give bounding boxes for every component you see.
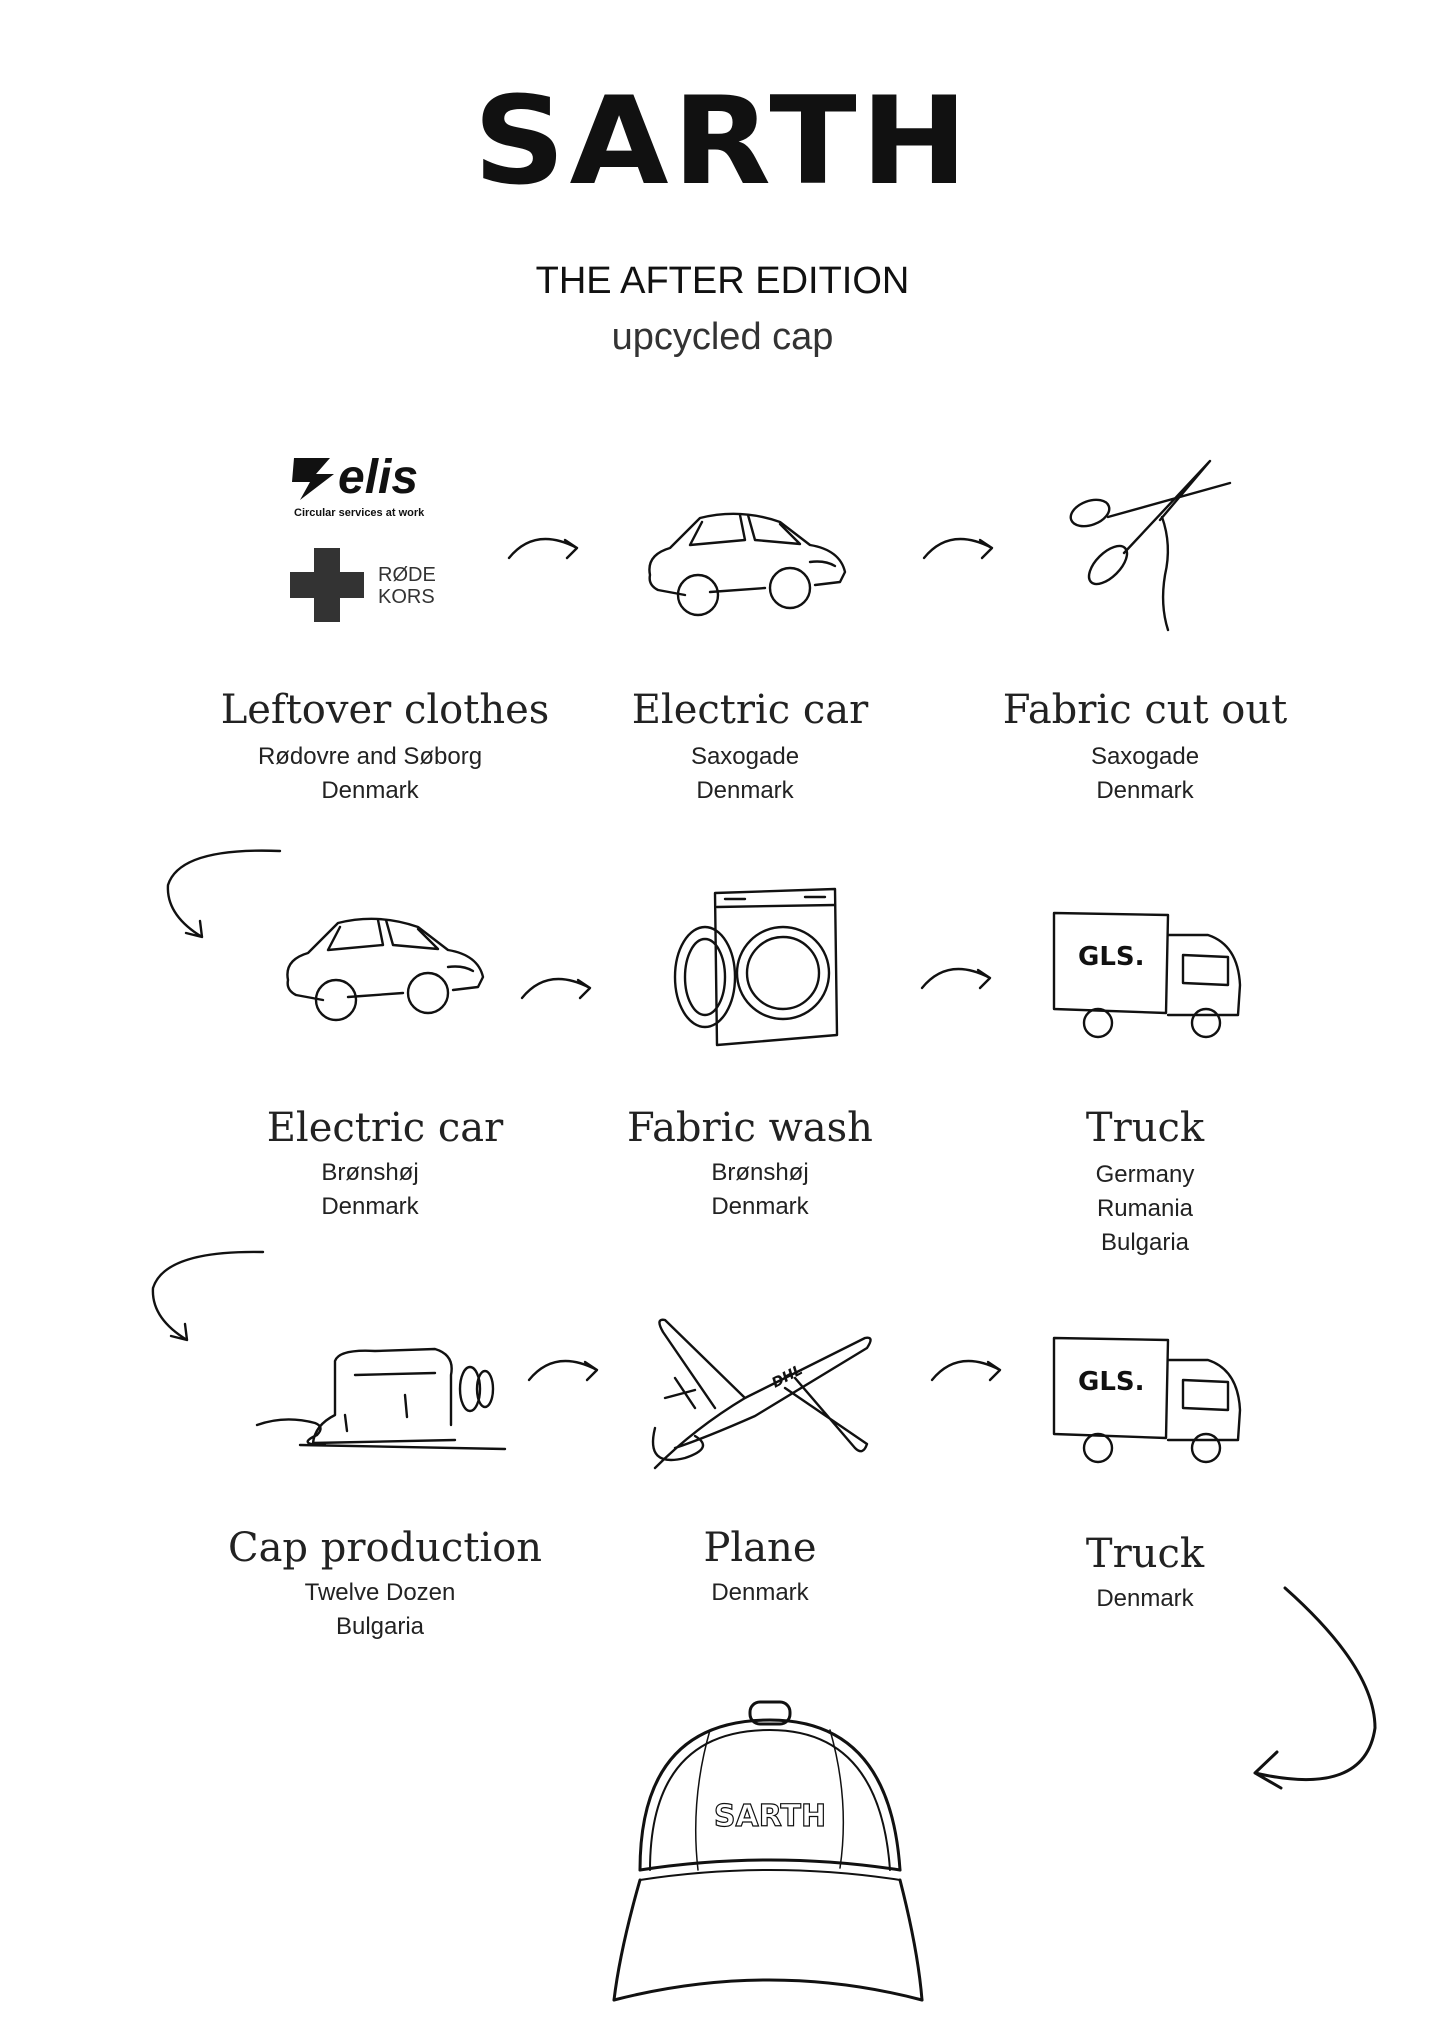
elis-logo: elis Circular services at work bbox=[290, 448, 470, 523]
cap-icon: SARTH bbox=[612, 1700, 924, 2002]
step-title: Electric car bbox=[266, 1105, 504, 1151]
rodekors-line1: RØDE bbox=[378, 564, 436, 586]
curved-arrow-icon bbox=[166, 849, 282, 939]
step-location: Brønshøj bbox=[321, 1159, 419, 1186]
step-location: Twelve Dozen bbox=[304, 1579, 456, 1606]
step-location: Denmark bbox=[321, 777, 419, 804]
curved-arrow-icon bbox=[1253, 1586, 1377, 1790]
edition-subtitle: upcycled cap bbox=[611, 316, 834, 358]
step-location: Saxogade bbox=[1090, 743, 1200, 770]
gls-logo: GLS. bbox=[1078, 1367, 1145, 1397]
step-location: Denmark bbox=[711, 1579, 809, 1606]
step-title: Plane bbox=[703, 1525, 817, 1571]
red-cross-icon bbox=[290, 548, 364, 622]
step-location: Rumania bbox=[1096, 1195, 1194, 1222]
step-location: Saxogade bbox=[690, 743, 800, 770]
arrow-icon bbox=[507, 537, 579, 560]
step-title: Truck bbox=[1085, 1105, 1205, 1151]
dhl-logo: DHL bbox=[769, 1362, 805, 1391]
sewing-machine-icon bbox=[255, 1347, 507, 1451]
car-icon bbox=[286, 917, 485, 1022]
car-icon bbox=[648, 512, 847, 617]
arrow-icon bbox=[920, 967, 992, 990]
step-location: Germany bbox=[1095, 1161, 1195, 1188]
step-location: Denmark bbox=[711, 1193, 809, 1220]
step-location: Denmark bbox=[696, 777, 794, 804]
step-location: Bulgaria bbox=[335, 1613, 425, 1640]
step-location: Denmark bbox=[1096, 1585, 1194, 1612]
arrow-icon bbox=[527, 1359, 599, 1382]
brand-logo: SARTH bbox=[473, 70, 972, 213]
elis-wordmark: elis bbox=[338, 451, 418, 504]
plane-icon: DHL bbox=[651, 1318, 872, 1470]
step-title: Truck bbox=[1085, 1531, 1205, 1577]
step-location: Denmark bbox=[321, 1193, 419, 1220]
rodekors-logo: RØDE KORS bbox=[290, 548, 470, 622]
truck-icon: GLS. bbox=[1052, 1336, 1242, 1464]
step-title: Fabric cut out bbox=[1002, 687, 1288, 733]
step-location: Rødovre and Søborg bbox=[257, 743, 483, 770]
arrow-icon bbox=[930, 1359, 1002, 1382]
rodekors-line2: KORS bbox=[378, 586, 435, 608]
step-title: Fabric wash bbox=[627, 1105, 873, 1151]
step-location: Bulgaria bbox=[1100, 1229, 1190, 1256]
arrow-icon bbox=[922, 537, 994, 560]
elis-tagline: Circular services at work bbox=[294, 507, 425, 519]
step-location: Brønshøj bbox=[711, 1159, 809, 1186]
step-location: Denmark bbox=[1096, 777, 1194, 804]
cap-brand-logo: SARTH bbox=[714, 1799, 826, 1834]
step-title: Electric car bbox=[631, 687, 869, 733]
step-title: Leftover clothes bbox=[220, 687, 550, 733]
elis-mark-icon: elis Circular services at work bbox=[292, 451, 425, 519]
scissors-icon bbox=[1069, 459, 1232, 632]
arrow-icon bbox=[520, 977, 592, 1000]
step-title: Cap production bbox=[227, 1525, 543, 1571]
truck-icon: GLS. bbox=[1052, 911, 1242, 1039]
edition-title: THE AFTER EDITION bbox=[535, 260, 910, 302]
washing-machine-icon bbox=[673, 887, 839, 1047]
gls-logo: GLS. bbox=[1078, 942, 1145, 972]
curved-arrow-icon bbox=[151, 1250, 265, 1342]
